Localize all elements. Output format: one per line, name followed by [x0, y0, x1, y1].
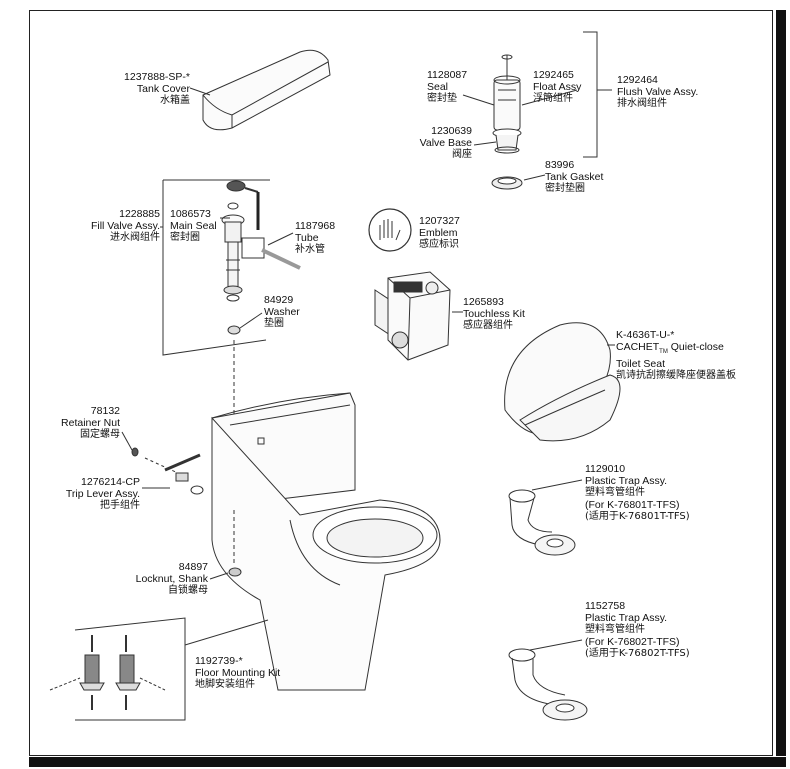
toilet-seat-drawing — [504, 322, 621, 442]
part-name-cn: 排水阀组件 — [617, 98, 667, 109]
part-name-cn: 自锁螺母 — [168, 585, 208, 596]
part-name: Touchless Kit — [463, 308, 525, 320]
label-toilet-seat: K-4636T-U-* CACHETTM Quiet-close Toilet … — [616, 329, 736, 382]
part-name: Valve Base — [419, 137, 472, 149]
label-emblem: 1207327 Emblem 感应标识 — [419, 215, 460, 251]
part-number: 1128087 — [427, 69, 468, 81]
part-name-2: Toilet Seat — [616, 358, 666, 371]
part-name: Washer — [264, 306, 300, 318]
part-name: Fill Valve Assy. — [90, 220, 160, 232]
trap-2-drawing — [508, 648, 588, 721]
part-note: (For K-76802T-TFS) — [585, 636, 680, 648]
part-name: Trip Lever Assy. — [65, 488, 140, 500]
part-name: Tube — [295, 232, 319, 244]
label-seal: 1128087 Seal 密封垫 — [427, 69, 467, 105]
part-name: CACHETTM Quiet-close — [616, 341, 724, 356]
part-number: 1276214-CP — [81, 476, 140, 488]
part-number: 1129010 — [585, 463, 626, 475]
part-number: 78132 — [90, 405, 120, 417]
touchless-kit-drawing — [374, 271, 451, 361]
part-number: 1192739-* — [195, 655, 243, 667]
part-name-cn: 把手组件 — [100, 500, 140, 511]
emblem-drawing — [368, 208, 412, 252]
floor-kit-drawing — [49, 635, 166, 710]
part-name: Main Seal — [170, 220, 217, 232]
part-number: 83996 — [545, 159, 575, 171]
label-float-assy: 1292465 Float Assy 浮筒组件 — [533, 69, 581, 105]
fill-valve-drawing — [221, 180, 301, 335]
part-name: Plastic Trap Assy. — [585, 612, 668, 624]
part-number: 1086573 — [170, 208, 211, 220]
part-name: Tank Cover — [136, 83, 190, 95]
part-name-cn: 垫圈 — [264, 318, 284, 329]
part-name: Retainer Nut — [61, 417, 120, 429]
label-tube: 1187968 Tube 补水管 — [295, 220, 335, 256]
part-name: Seal — [427, 81, 449, 93]
label-trip-lever: 1276214-CP Trip Lever Assy. 把手组件 — [40, 476, 140, 512]
part-name-cn: 浮筒组件 — [533, 93, 573, 104]
label-floor-kit: 1192739-* Floor Mounting Kit 地脚安装组件 — [195, 655, 280, 691]
label-flush-valve: 1292464 Flush Valve Assy. 排水阀组件 — [617, 74, 698, 110]
trap-1-drawing — [508, 489, 576, 556]
part-name-cn: 感应标识 — [419, 239, 459, 250]
part-name-cn: 地脚安装组件 — [195, 679, 255, 690]
label-retainer-nut: 78132 Retainer Nut 固定螺母 — [40, 405, 120, 441]
label-tank-gasket: 83996 Tank Gasket 密封垫圈 — [545, 159, 603, 195]
label-fill-valve: 1228885 Fill Valve Assy. 进水阀组件 — [70, 208, 160, 244]
trip-lever-drawing — [131, 447, 204, 495]
label-valve-base: 1230639 Valve Base 阀座 — [400, 125, 472, 161]
part-number: 1228885 — [119, 208, 160, 220]
part-number: 1152758 — [585, 600, 626, 612]
label-trap-1: 1129010 Plastic Trap Assy. 塑料弯管组件 (For K… — [585, 463, 690, 523]
part-note: (For K-76801T-TFS) — [585, 499, 680, 511]
part-name: Plastic Trap Assy. — [585, 475, 668, 487]
part-name: Flush Valve Assy. — [617, 86, 699, 98]
toilet-body-drawing — [211, 392, 441, 691]
part-name-cn: 密封垫 — [427, 93, 457, 104]
part-number: 84897 — [178, 561, 208, 573]
part-name-cn: 阀座 — [452, 149, 472, 160]
part-number: 1292465 — [533, 69, 574, 81]
label-touchless-kit: 1265893 Touchless Kit 感应器组件 — [463, 296, 525, 332]
diagram-frame — [29, 10, 773, 756]
label-tank-cover: 1237888-SP-* Tank Cover 水箱盖 — [82, 71, 190, 107]
label-main-seal: 1086573 Main Seal 密封圈 — [170, 208, 217, 244]
part-number: 1292464 — [617, 74, 658, 86]
part-note-cn: (适用于K-76801T-TFS) — [585, 511, 690, 522]
label-trap-2: 1152758 Plastic Trap Assy. 塑料弯管组件 (For K… — [585, 600, 690, 660]
label-locknut: 84897 Locknut, Shank 自锁螺母 — [110, 561, 208, 597]
part-name-cn: 固定螺母 — [80, 429, 120, 440]
part-name: Float Assy — [533, 81, 582, 93]
part-name: Emblem — [419, 227, 458, 239]
part-number: 1230639 — [431, 125, 472, 137]
part-number: 1187968 — [295, 220, 336, 232]
part-note-cn: (适用于K-76802T-TFS) — [585, 648, 690, 659]
label-washer: 84929 Washer 垫圈 — [264, 294, 300, 330]
flush-valve-drawing — [491, 54, 523, 190]
part-number: 84929 — [264, 294, 294, 306]
part-name: Locknut, Shank — [135, 573, 208, 585]
part-number: 1207327 — [419, 215, 460, 227]
part-name: Floor Mounting Kit — [195, 667, 281, 679]
part-name-cn: 密封圈 — [170, 232, 200, 243]
part-name-cn: 塑料弯管组件 — [585, 624, 645, 635]
part-name-cn: 塑料弯管组件 — [585, 487, 645, 498]
part-name-cn: 水箱盖 — [160, 95, 190, 106]
part-name-cn: 感应器组件 — [463, 320, 513, 331]
part-number: K-4636T-U-* — [616, 329, 675, 341]
frame-shadow-right — [776, 10, 786, 756]
frame-shadow-bottom — [29, 757, 786, 767]
part-number: 1237888-SP-* — [124, 71, 190, 83]
part-name: Tank Gasket — [545, 171, 604, 183]
tank-cover-drawing — [202, 49, 331, 131]
part-name-cn: 进水阀组件 — [110, 232, 160, 243]
part-name-cn: 补水管 — [295, 244, 325, 255]
part-name-cn: 密封垫圈 — [545, 183, 585, 194]
part-number: 1265893 — [463, 296, 504, 308]
part-name-cn: 凯诗抗刮擦缓降座便器盖板 — [616, 370, 736, 382]
